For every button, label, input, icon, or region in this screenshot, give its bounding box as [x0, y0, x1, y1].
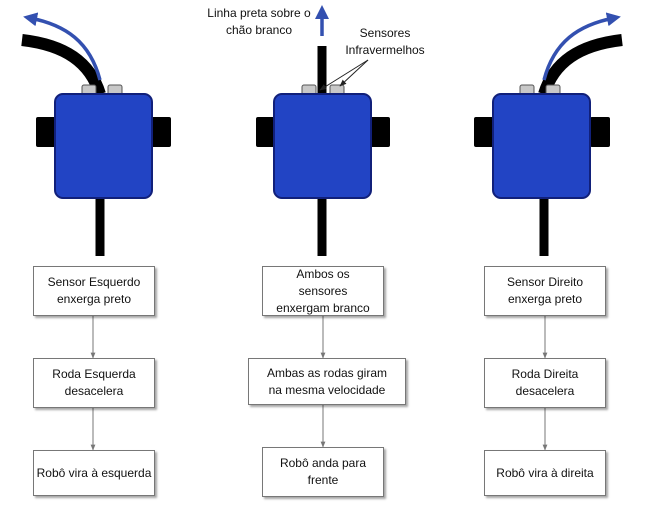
step-center-1: Ambos os sensores enxergam branco: [262, 266, 384, 316]
line-label: Linha preta sobre o chão branco: [207, 6, 311, 37]
black-line-left: [21, 34, 106, 96]
step-right-3: Robô vira à direita: [484, 450, 606, 496]
wheel-center-b: [370, 117, 390, 147]
step-left-2: Roda Esquerda desacelera: [33, 358, 155, 408]
sensors-label: Sensores Infravermelhos: [345, 26, 425, 57]
step-right-2: Roda Direita desacelera: [484, 358, 606, 408]
step-center-2: Ambas as rodas giram na mesma velocidade: [248, 358, 406, 405]
turn-arrow-right: [542, 12, 621, 81]
step-left-3: Robô vira à esquerda: [33, 450, 155, 496]
black-line-right: [538, 34, 623, 96]
sensor-pointer-b: [339, 59, 369, 87]
robot-center: [256, 4, 390, 256]
wheel-right-b: [590, 117, 610, 147]
turn-arrow-left: [23, 12, 102, 81]
robot-body-left: [54, 93, 153, 199]
wheel-center-a: [256, 117, 276, 147]
robot-body-right: [492, 93, 591, 199]
wheel-left-b: [151, 117, 171, 147]
step-center-3: Robô anda para frente: [262, 447, 384, 497]
flow-connectors: [90, 316, 548, 451]
step-right-1: Sensor Direito enxerga preto: [484, 266, 606, 316]
wheel-right-a: [474, 117, 494, 147]
sensor-pointer-a: [319, 59, 369, 91]
wheel-left-a: [36, 117, 56, 147]
robot-body-center: [273, 93, 372, 199]
robot-left: [21, 12, 171, 256]
step-left-1: Sensor Esquerdo enxerga preto: [33, 266, 155, 316]
robot-right: [474, 12, 623, 256]
